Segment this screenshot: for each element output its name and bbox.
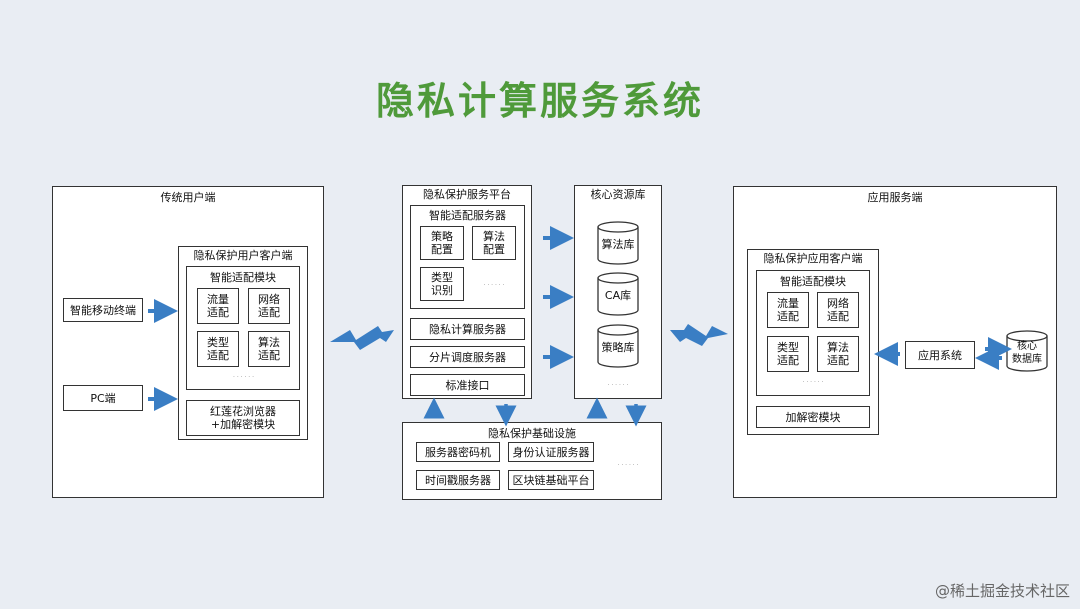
strategy-library-label: 策略库: [601, 341, 635, 354]
user-adapt-network: 网络 适配: [248, 288, 290, 324]
privacy-compute-server: 隐私计算服务器: [410, 318, 525, 340]
watermark: @稀土掘金技术社区: [934, 582, 1070, 600]
identity-auth-server: 身份认证服务器: [508, 442, 594, 462]
adapt-server-title: 智能适配服务器: [429, 209, 506, 222]
standard-interface: 标准接口: [410, 374, 525, 396]
lightning-right-link: [670, 324, 728, 346]
timestamp-server: 时间戳服务器: [416, 470, 500, 490]
strategy-config: 策略 配置: [420, 226, 464, 260]
resource-dots: · · · · · ·: [607, 382, 629, 389]
server-crypto-machine: 服务器密码机: [416, 442, 500, 462]
browser-crypto-module: 红莲花浏览器 +加解密模块: [186, 400, 300, 436]
app-crypto-module: 加解密模块: [756, 406, 870, 428]
app-adapt-module: 智能适配模块: [756, 270, 870, 396]
lightning-left-link: [330, 326, 394, 350]
ca-library-cylinder: [597, 272, 639, 316]
app-adapt-traffic: 流量 适配: [767, 292, 809, 328]
algorithm-library-label: 算法库: [601, 238, 635, 251]
app-adapt-title: 智能适配模块: [780, 275, 846, 288]
user-adapt-dots: · · · · · ·: [233, 374, 254, 381]
type-identify: 类型 识别: [420, 267, 464, 301]
adapt-server-dots: · · · · · ·: [483, 282, 505, 289]
core-resource-title: 核心资源库: [590, 188, 646, 201]
user-adapt-title: 智能适配模块: [210, 271, 276, 284]
infrastructure-dots: · · · · · ·: [617, 462, 639, 469]
strategy-library-cylinder: [597, 324, 639, 368]
algorithm-config: 算法 配置: [472, 226, 516, 260]
user-client-title: 隐私保护用户客户端: [193, 249, 293, 262]
ca-library-label: CA库: [604, 289, 632, 302]
core-database-cylinder: [1006, 330, 1048, 372]
pc-terminal: PC端: [63, 385, 143, 411]
shard-scheduling-server: 分片调度服务器: [410, 346, 525, 368]
app-service-title: 应用服务端: [867, 191, 923, 204]
app-adapt-network: 网络 适配: [817, 292, 859, 328]
app-client-title: 隐私保护应用客户端: [763, 252, 863, 265]
user-adapt-traffic: 流量 适配: [197, 288, 239, 324]
app-adapt-dots: · · · · · ·: [802, 379, 824, 386]
page-title: 隐私计算服务系统: [375, 79, 704, 123]
user-adapt-algorithm: 算法 适配: [248, 331, 290, 367]
infrastructure-title: 隐私保护基础设施: [488, 427, 576, 440]
smart-mobile-terminal: 智能移动终端: [63, 298, 143, 322]
app-adapt-algorithm: 算法 适配: [817, 336, 859, 372]
service-platform-title: 隐私保护服务平台: [423, 188, 511, 201]
user-adapt-type: 类型 适配: [197, 331, 239, 367]
core-database-label: 核心 数据库: [1012, 341, 1042, 365]
application-system: 应用系统: [905, 341, 975, 369]
user-adapt-module: 智能适配模块: [186, 266, 300, 390]
traditional-user-title: 传统用户端: [160, 191, 216, 204]
algorithm-library-cylinder: [597, 221, 639, 265]
blockchain-platform: 区块链基础平台: [508, 470, 594, 490]
app-adapt-type: 类型 适配: [767, 336, 809, 372]
